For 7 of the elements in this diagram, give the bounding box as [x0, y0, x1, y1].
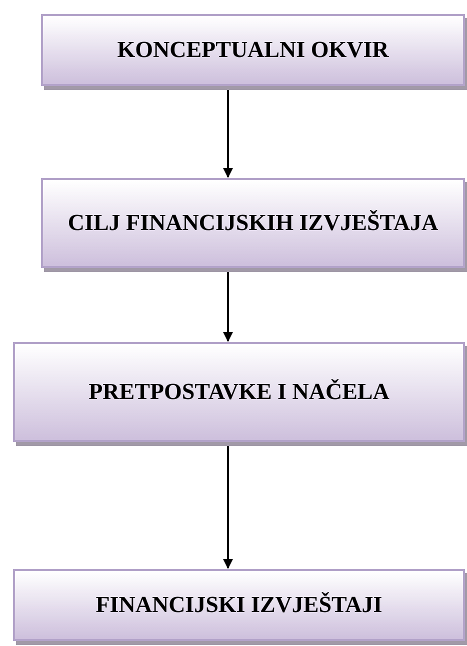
arrow: [223, 272, 233, 342]
box-label: KONCEPTUALNI OKVIR: [116, 36, 390, 64]
box-label: FINANCIJSKI IZVJEŠTAJI: [94, 591, 384, 620]
box-label: PRETPOSTAVKE I NAČELA: [88, 378, 390, 406]
arrow: [223, 90, 233, 178]
box-label: CILJ FINANCIJSKIH IZVJEŠTAJA: [66, 209, 440, 238]
arrow: [223, 446, 233, 569]
